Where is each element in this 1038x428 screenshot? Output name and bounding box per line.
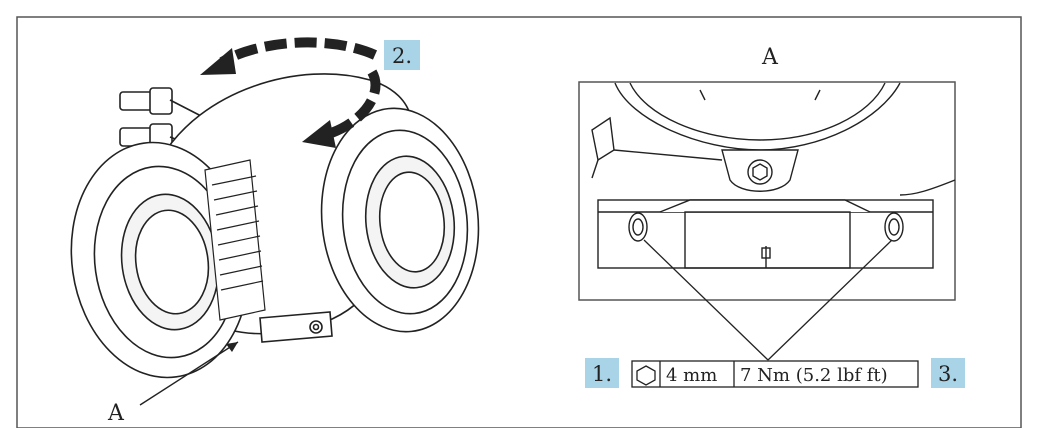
rotate-arrow-icon bbox=[200, 37, 381, 148]
step-3-label: 3. bbox=[938, 362, 958, 386]
leader-lines bbox=[643, 239, 893, 361]
detail-view bbox=[578, 81, 956, 301]
step-1-badge bbox=[585, 358, 619, 388]
hexagon-icon bbox=[888, 218, 900, 236]
hex-screw bbox=[721, 149, 799, 192]
ribbed-collar bbox=[204, 159, 266, 321]
step-3-badge bbox=[931, 358, 965, 388]
step-1-label: 1. bbox=[592, 362, 612, 386]
detail-title: A bbox=[761, 45, 779, 70]
mounting-plate bbox=[597, 199, 934, 269]
transmitter-housing bbox=[70, 73, 480, 379]
wrench-size: 4 mm bbox=[666, 365, 717, 386]
callout-a-left: A bbox=[107, 341, 239, 426]
step-2-badge: 2. bbox=[384, 40, 420, 70]
plate-screws bbox=[628, 212, 904, 242]
svg-text:A: A bbox=[107, 401, 125, 426]
torque-value: 7 Nm (5.2 lbf ft) bbox=[740, 365, 888, 386]
hexagon-icon bbox=[632, 218, 644, 236]
hexagon-icon bbox=[636, 365, 656, 386]
spec-row: 1. 4 mm 7 Nm (5.2 lbf ft) 3. bbox=[585, 358, 965, 388]
bottom-boss bbox=[259, 311, 333, 343]
right-cover bbox=[320, 107, 480, 333]
spec-box bbox=[631, 360, 919, 388]
right-bracket bbox=[899, 179, 956, 196]
left-clip bbox=[591, 116, 723, 179]
svg-text:2.: 2. bbox=[392, 44, 412, 68]
outer-frame bbox=[16, 16, 1022, 428]
